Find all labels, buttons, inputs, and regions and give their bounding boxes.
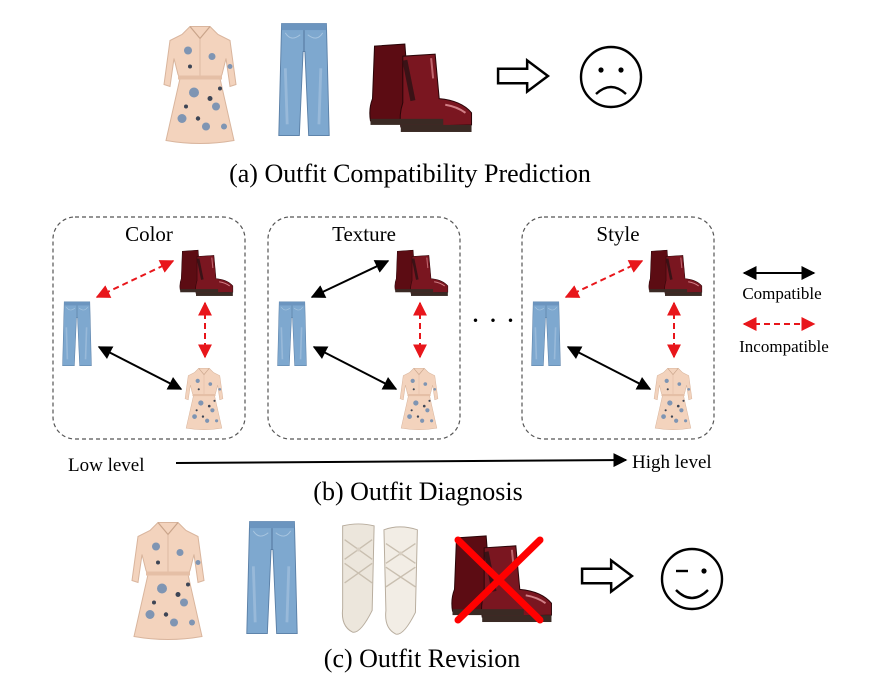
dress-item <box>399 367 439 431</box>
boots-item <box>393 248 450 297</box>
panel-title: Texture <box>332 222 396 246</box>
diagnosis-panel-color: Color <box>52 216 246 440</box>
right-arrow-icon <box>580 559 634 593</box>
jeans-item <box>245 520 299 636</box>
jeans-dress-compatible-arrow <box>97 346 183 390</box>
boots-item <box>647 248 704 297</box>
panel-border <box>52 216 246 440</box>
caption-diagnosis: (b) Outfit Diagnosis <box>313 477 522 506</box>
jeans-item <box>61 300 93 367</box>
jeans-item <box>530 300 562 367</box>
panel-border <box>267 216 461 440</box>
caption-prediction: (a) Outfit Compatibility Prediction <box>229 159 591 188</box>
rejected-boots <box>452 536 552 622</box>
dress-item <box>184 367 224 431</box>
level-arrow <box>175 453 628 468</box>
jeans-item <box>276 300 308 367</box>
legend-incompatible-label: Incompatible <box>739 337 829 356</box>
jeans-dress-compatible-arrow <box>566 346 652 390</box>
panel-title: Color <box>125 222 173 246</box>
heels-item <box>341 523 419 635</box>
diagnosis-panels: Color Texture Style <box>52 216 715 440</box>
dress-item <box>163 25 237 145</box>
prediction-row <box>163 22 643 145</box>
winking-smile-face-icon <box>660 547 724 611</box>
caption-revision: (c) Outfit Revision <box>324 644 520 673</box>
boots-item <box>178 248 235 297</box>
panel-border <box>521 216 715 440</box>
boots-item <box>370 44 472 132</box>
right-arrow-icon <box>496 59 550 93</box>
jeans-boots-compatible-arrow <box>310 260 390 298</box>
jeans-boots-incompatible-arrow <box>564 260 644 298</box>
sad-face-icon <box>579 45 643 109</box>
dress-item <box>131 521 205 641</box>
ellipsis: · · · <box>471 304 516 337</box>
dress-item <box>653 367 693 431</box>
high-level-label: High level <box>632 452 712 473</box>
level-axis: Low level High level <box>68 452 712 476</box>
jeans-boots-incompatible-arrow <box>95 260 175 298</box>
legend-compatible-label: Compatible <box>742 284 821 303</box>
diagnosis-panel-style: Style <box>521 216 715 440</box>
legend: Compatible Incompatible <box>739 266 829 356</box>
panel-title: Style <box>596 222 639 246</box>
revision-row <box>131 520 724 641</box>
jeans-dress-compatible-arrow <box>312 346 398 390</box>
jeans-item <box>277 22 331 138</box>
diagnosis-panel-texture: Texture <box>267 216 461 440</box>
cross-icon <box>454 536 544 624</box>
low-level-label: Low level <box>68 455 145 476</box>
